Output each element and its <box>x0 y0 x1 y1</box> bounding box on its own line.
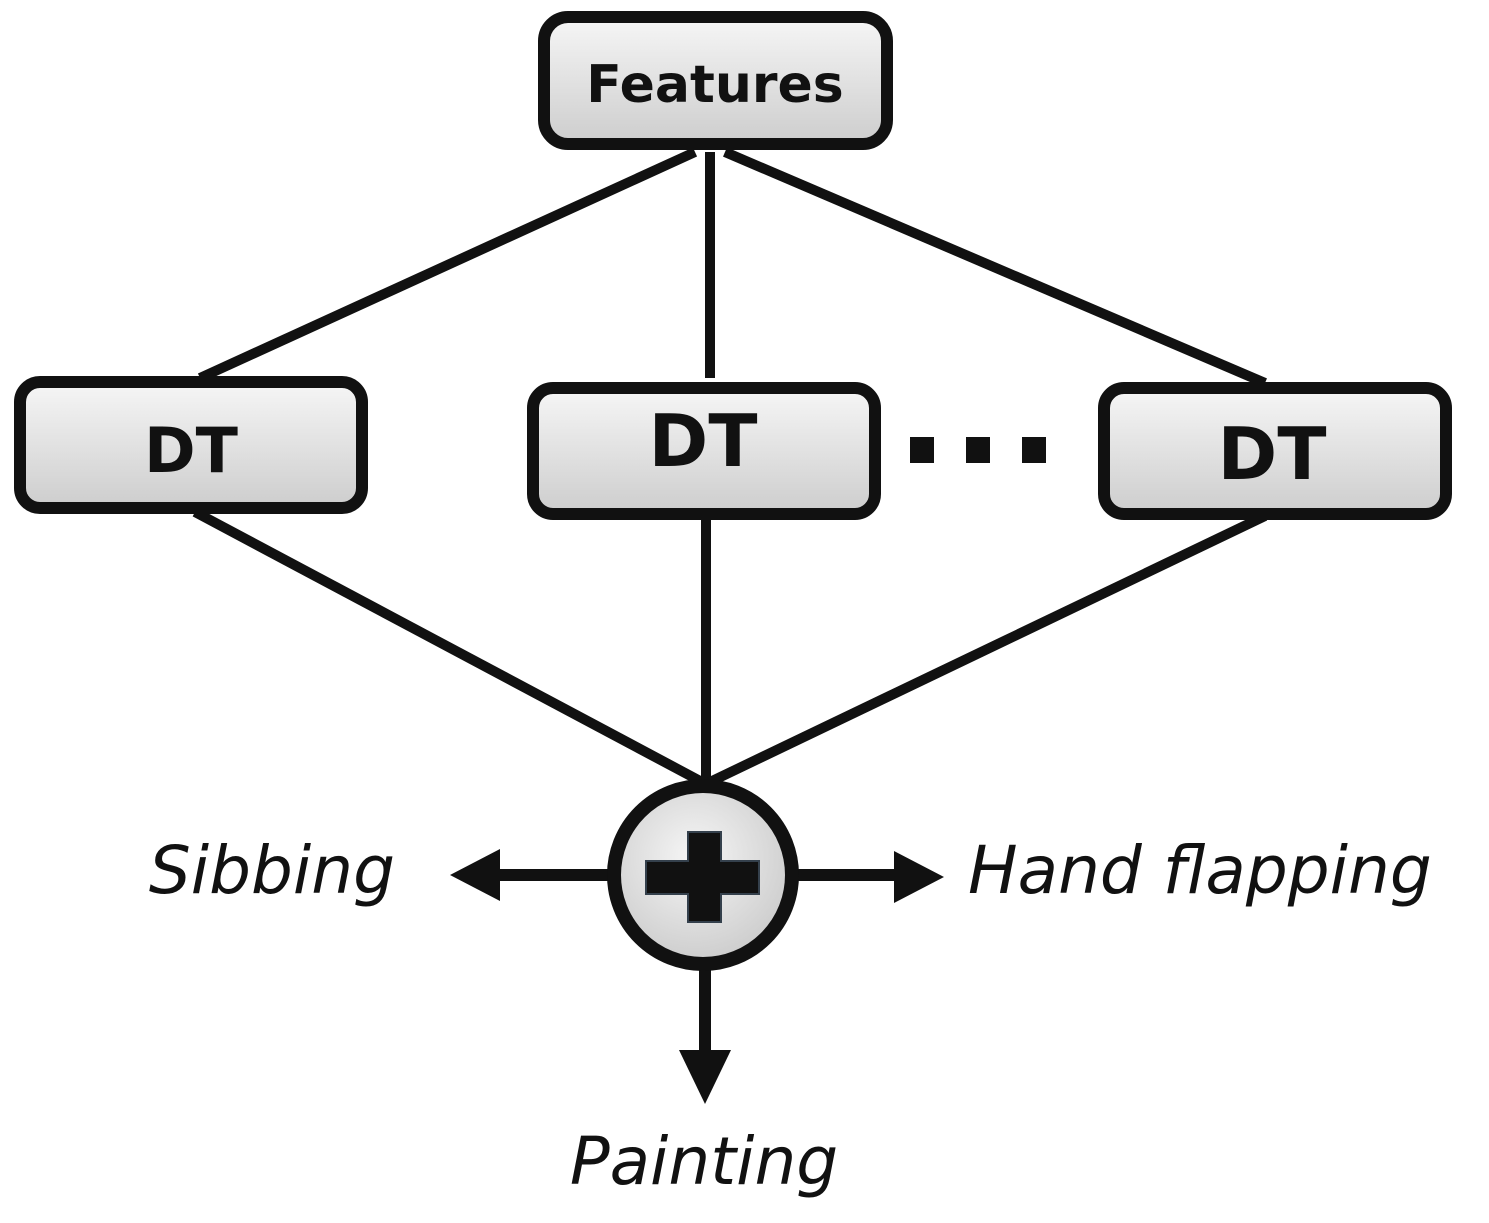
tree-box-3 <box>1098 382 1452 520</box>
edge-dt3-combiner <box>707 511 1268 787</box>
arrow-left-head-icon <box>450 849 500 901</box>
arrow-down-head-icon <box>679 1050 731 1104</box>
plus-icon <box>645 831 760 923</box>
edge-dt1-combiner <box>192 507 705 787</box>
features-label: Features <box>586 55 844 115</box>
tree-node-3: DT <box>1098 382 1452 520</box>
ellipsis-dot-1 <box>910 437 934 463</box>
features-node: Features <box>538 11 893 150</box>
output-label-left: Sibbing <box>149 832 395 909</box>
tree-label-3: DT <box>1218 412 1327 496</box>
tree-label-1: DT <box>144 414 238 487</box>
edge-features-dt1 <box>197 147 698 383</box>
tree-box-2 <box>527 382 881 520</box>
output-label-right: Hand flapping <box>968 832 1432 909</box>
tree-node-1: DT <box>14 376 368 514</box>
tree-label-2: DT <box>649 399 758 483</box>
tree-box-1 <box>14 376 368 514</box>
combiner-node <box>607 779 799 971</box>
root-to-tree-edges <box>197 147 1267 388</box>
output-arrows <box>450 849 944 1104</box>
ellipsis <box>910 437 1046 463</box>
output-label-bottom: Painting <box>570 1123 838 1200</box>
ellipsis-dot-3 <box>1022 437 1046 463</box>
features-box <box>538 11 893 150</box>
arrow-right-head-icon <box>894 851 944 903</box>
edge-features-dt3 <box>723 147 1267 388</box>
tree-to-combiner-edges <box>192 507 1268 787</box>
tree-node-2: DT <box>527 382 881 520</box>
ellipsis-dot-2 <box>966 437 990 463</box>
